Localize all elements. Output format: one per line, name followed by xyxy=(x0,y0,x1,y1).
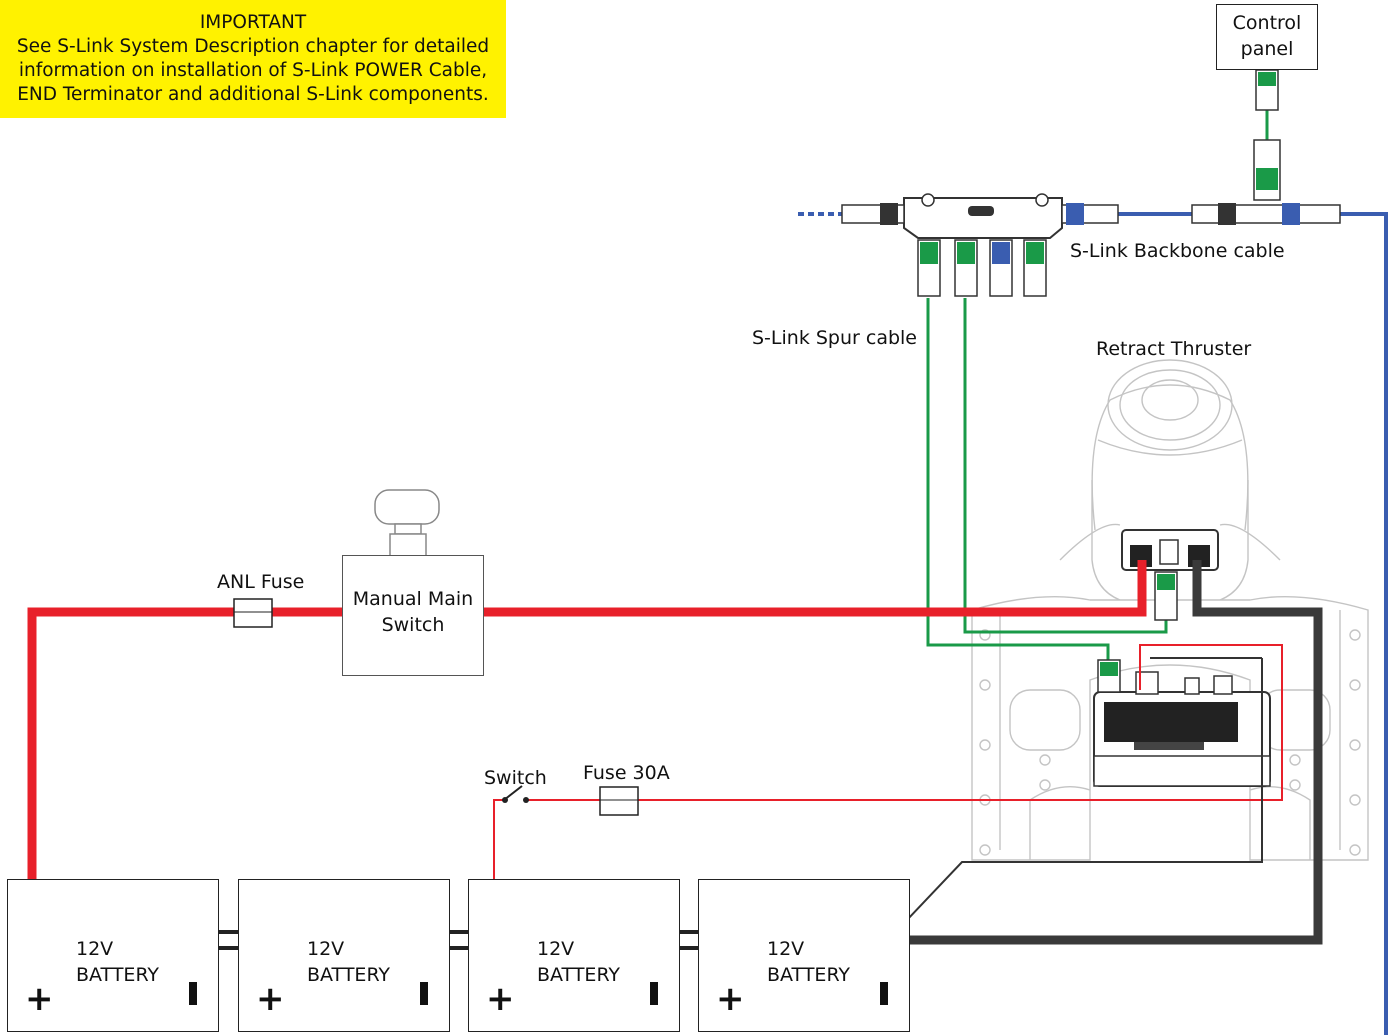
main-switch-line-2: Switch xyxy=(381,614,445,636)
important-line-2: information on installation of S-Link PO… xyxy=(18,60,488,81)
spur-cable-label: S-Link Spur cable xyxy=(752,327,917,349)
switch-contact-right xyxy=(523,797,529,803)
thruster-terminal-block xyxy=(1121,529,1219,571)
negative-cable xyxy=(886,560,1323,945)
fuse-30a-label: Fuse 30A xyxy=(583,762,670,784)
control-panel-line-2: panel xyxy=(1240,38,1294,60)
manual-main-switch-knob xyxy=(374,489,440,557)
thruster-control-box xyxy=(1093,671,1271,787)
main-switch-line-1: Manual Main xyxy=(352,588,474,610)
battery-1-minus-icon xyxy=(189,982,197,1005)
switch-contact-left xyxy=(502,797,508,803)
backbone-cable-label: S-Link Backbone cable xyxy=(1070,240,1285,262)
battery-2-minus-icon xyxy=(420,982,428,1005)
important-heading: IMPORTANT xyxy=(199,12,307,33)
control-panel: Control panel xyxy=(1216,4,1318,70)
anl-fuse-icon xyxy=(233,598,273,628)
manual-main-switch: Manual Main Switch xyxy=(342,555,484,676)
battery-2-plus: + xyxy=(256,979,285,1019)
battery-4-plus: + xyxy=(716,979,745,1019)
spur-cables xyxy=(926,110,1269,660)
switch-label: Switch xyxy=(484,767,547,789)
battery-3-plus: + xyxy=(486,979,515,1019)
anl-fuse-label: ANL Fuse xyxy=(217,571,305,593)
battery-4-minus-icon xyxy=(880,982,888,1005)
important-line-1: See S-Link System Description chapter fo… xyxy=(16,36,490,57)
battery-3-minus-icon xyxy=(650,982,658,1005)
important-note: IMPORTANT See S-Link System Description … xyxy=(0,0,506,118)
battery-1-plus: + xyxy=(25,979,54,1019)
fuse-30a-icon xyxy=(599,786,639,816)
retract-thruster-label: Retract Thruster xyxy=(1096,338,1252,360)
important-line-3: END Terminator and additional S-Link com… xyxy=(17,84,489,105)
s-link-connector-hub xyxy=(841,69,1341,693)
positive-cable xyxy=(27,560,1147,940)
control-panel-line-1: Control xyxy=(1232,12,1302,34)
backbone-cable xyxy=(798,212,1388,1035)
